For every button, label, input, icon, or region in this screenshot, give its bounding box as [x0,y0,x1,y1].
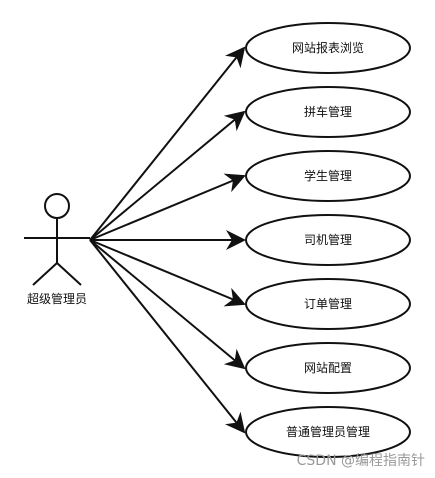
association-arrow-3 [89,173,246,241]
association-arrow-7 [89,239,246,434]
association-arrow-6 [89,239,246,370]
use-case-6: 网站配置 [245,342,411,394]
use-case-2: 拼车管理 [245,86,411,138]
use-case-ellipse [245,278,411,330]
use-case-ellipse [245,22,411,74]
use-case-7: 普通管理员管理 [245,406,411,458]
associations [89,46,246,434]
use-case-4: 司机管理 [245,214,411,266]
watermark: CSDN @编程指南针 [296,453,425,469]
use-case-1: 网站报表浏览 [245,22,411,74]
actor-left-leg [32,262,58,286]
use-case-ellipse [245,150,411,202]
use-cases: 网站报表浏览 拼车管理 学生管理 司机管理 订单管理 网站配置 普通管理员管理 [245,22,411,458]
use-case-label: 订单管理 [304,296,352,311]
use-case-label: 网站报表浏览 [292,40,364,55]
association-arrow-2 [89,110,246,241]
actor-head [44,193,70,219]
association-arrow-5 [89,239,246,307]
actor-label: 超级管理员 [27,291,87,306]
actor-super-admin: 超级管理员 [24,193,90,306]
use-case-5: 订单管理 [245,278,411,330]
use-case-label: 学生管理 [304,168,352,183]
use-case-label: 司机管理 [304,232,352,247]
use-case-ellipse [245,214,411,266]
use-case-ellipse [245,86,411,138]
use-case-3: 学生管理 [245,150,411,202]
use-case-label: 普通管理员管理 [286,424,370,439]
use-case-ellipse [245,406,411,458]
association-arrow-1 [89,46,246,241]
use-case-label: 网站配置 [304,361,352,375]
use-case-label: 拼车管理 [304,104,352,119]
use-case-ellipse [245,342,411,394]
actor-right-leg [56,262,82,286]
